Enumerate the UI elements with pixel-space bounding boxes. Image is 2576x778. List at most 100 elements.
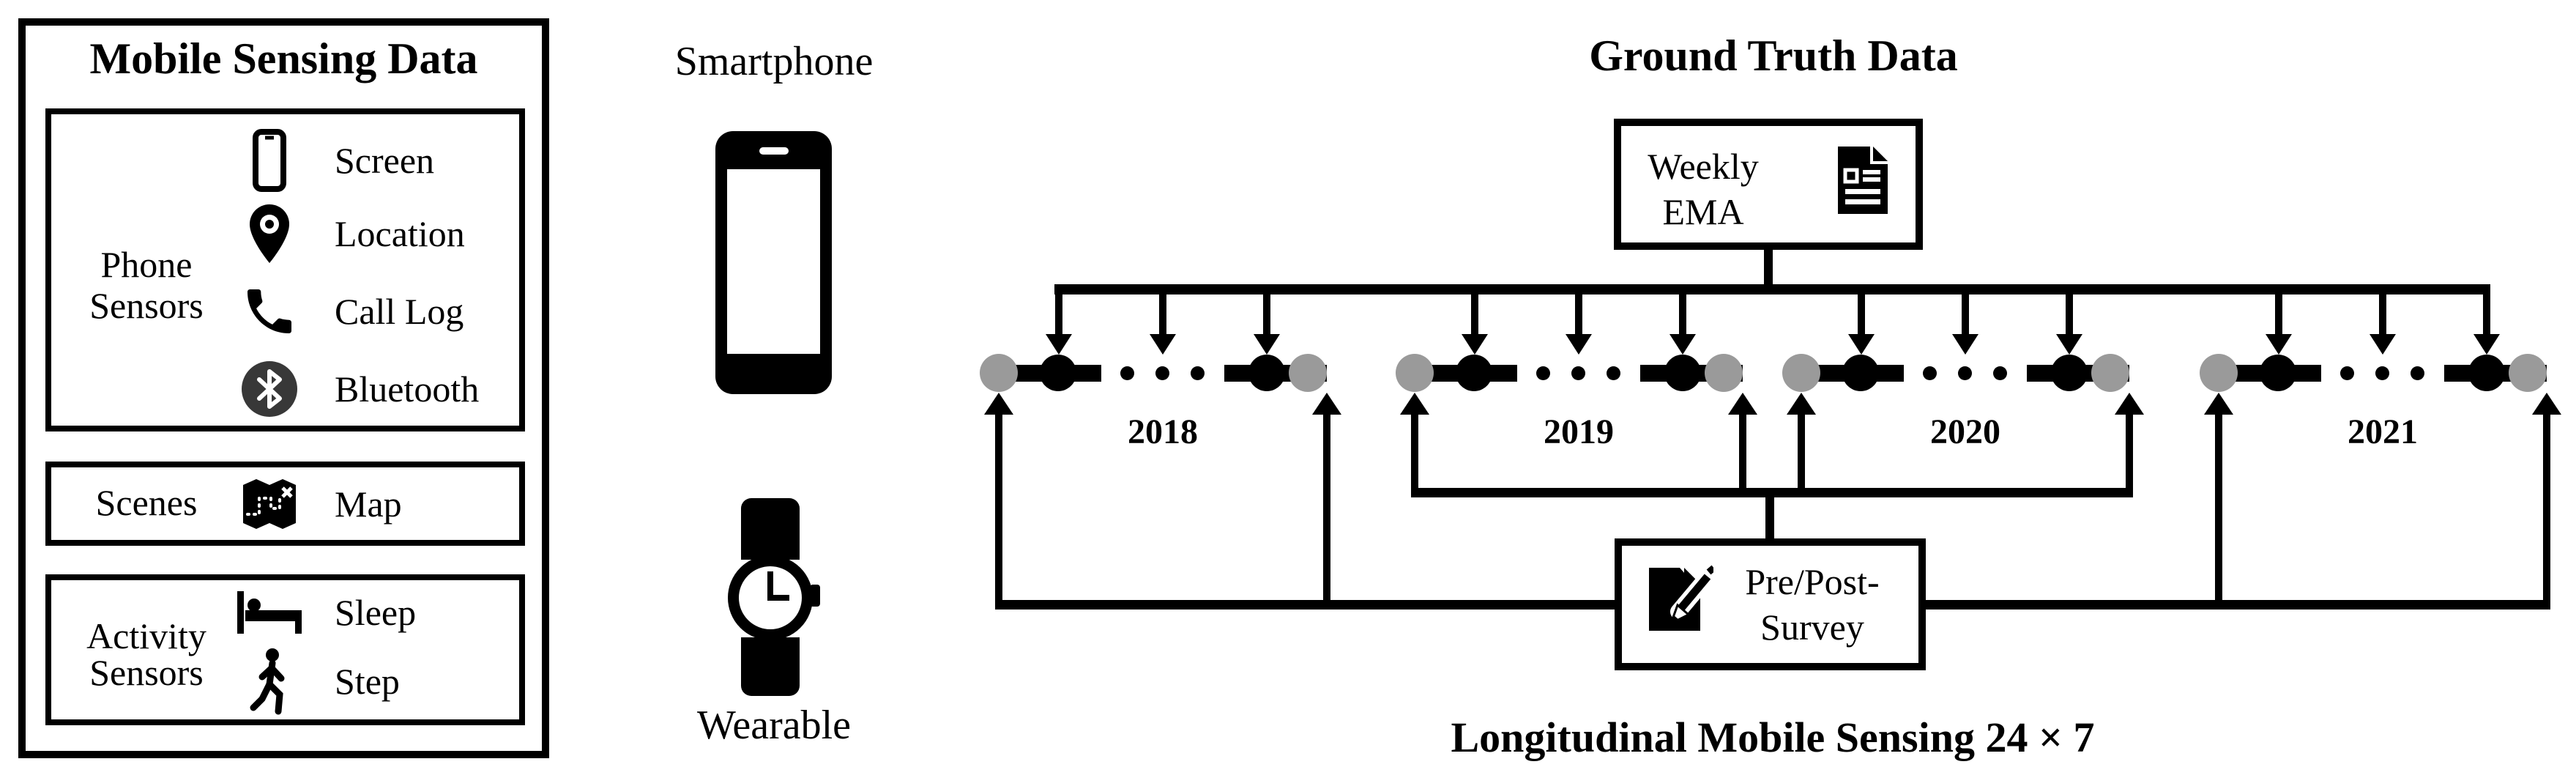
ema-connector-stub xyxy=(1764,250,1773,284)
ema-down-arrowhead xyxy=(2056,334,2082,355)
ema-down-arrowhead xyxy=(1566,334,1592,355)
location-label: Location xyxy=(335,213,465,254)
year-label-2021: 2021 xyxy=(2348,412,2418,451)
activity-sensors-label-line1: Activity xyxy=(86,615,206,656)
ema-down-arrow xyxy=(1159,294,1166,334)
timeline-dot xyxy=(1923,366,1937,380)
bluetooth-icon xyxy=(240,360,299,418)
ema-down-arrowhead xyxy=(2266,334,2292,355)
year-label-2018: 2018 xyxy=(1128,412,1198,451)
survey-up-arrow xyxy=(1323,415,1330,600)
weekly-ema-line2: EMA xyxy=(1662,191,1744,232)
timeline-endpoint xyxy=(980,354,1018,392)
survey-up-arrowhead xyxy=(2204,393,2233,415)
survey-up-arrow xyxy=(1798,415,1805,488)
phone-sensors-label-line1: Phone xyxy=(100,244,193,285)
timeline-node xyxy=(1248,355,1285,391)
timeline-dot xyxy=(2375,366,2389,380)
survey-bracket-right xyxy=(1926,600,2550,610)
map-icon xyxy=(242,478,297,530)
activity-sensors-box xyxy=(45,574,525,725)
timeline-dot xyxy=(1536,366,1550,380)
step-label: Step xyxy=(335,661,400,702)
survey-up-arrowhead xyxy=(984,393,1013,415)
timeline-endpoint xyxy=(2200,354,2238,392)
timeline-dot xyxy=(1607,366,1620,380)
call-log-label: Call Log xyxy=(335,291,464,332)
timeline-dot xyxy=(1958,366,1972,380)
survey-up-arrowhead xyxy=(1787,393,1816,415)
timeline-endpoint xyxy=(1705,354,1743,392)
ema-down-arrowhead xyxy=(2473,334,2500,355)
survey-up-arrow xyxy=(2126,415,2133,488)
ema-down-arrow xyxy=(1471,294,1478,334)
survey-up-arrowhead xyxy=(1728,393,1757,415)
timeline-node xyxy=(1456,355,1492,391)
ema-down-arrowhead xyxy=(1462,334,1488,355)
survey-line2: Survey xyxy=(1760,607,1864,648)
smartphone-label: Smartphone xyxy=(674,39,874,84)
ema-down-arrow xyxy=(1962,294,1969,334)
year-label-2019: 2019 xyxy=(1544,412,1614,451)
timeline-node xyxy=(1040,355,1076,391)
survey-up-arrowhead xyxy=(2115,393,2144,415)
timeline-node xyxy=(1842,355,1879,391)
ema-down-arrow xyxy=(1575,294,1582,334)
phone-sensors-group-label: Phone Sensors xyxy=(51,244,242,326)
timeline-dot xyxy=(1993,366,2007,380)
walking-person-icon xyxy=(247,648,291,715)
timeline-endpoint xyxy=(1396,354,1434,392)
survey-up-arrow xyxy=(2543,415,2550,600)
call-handset-icon xyxy=(240,282,299,341)
timeline-dot xyxy=(1120,366,1134,380)
screen-label: Screen xyxy=(335,140,435,181)
timeline-endpoint xyxy=(2509,354,2547,392)
ema-down-arrowhead xyxy=(1952,334,1978,355)
ema-down-arrowhead xyxy=(1669,334,1696,355)
timeline-node xyxy=(2051,355,2088,391)
bluetooth-label: Bluetooth xyxy=(335,368,480,410)
year-label-2020: 2020 xyxy=(1930,412,2000,451)
ema-down-arrow xyxy=(1679,294,1686,334)
survey-up-arrowhead xyxy=(1312,393,1341,415)
location-pin-icon xyxy=(247,203,291,264)
survey-up-arrow xyxy=(2215,415,2222,600)
ema-distribution-line xyxy=(1054,284,2490,294)
pre-post-survey-text: Pre/Post- Survey xyxy=(1713,559,1911,650)
wearable-label: Wearable xyxy=(697,703,851,748)
timeline-dot xyxy=(2340,366,2354,380)
smartphone-icon xyxy=(715,131,832,394)
timeline-node xyxy=(2260,355,2296,391)
survey-up-arrowhead xyxy=(2532,393,2561,415)
timeline-dot xyxy=(1191,366,1205,380)
timeline-node xyxy=(1664,355,1701,391)
map-label: Map xyxy=(335,484,402,525)
timeline-dot xyxy=(1571,366,1585,380)
weekly-ema-text: Weekly EMA xyxy=(1630,144,1776,234)
activity-sensors-label-line2: Sensors xyxy=(89,652,204,693)
survey-up-arrow xyxy=(1411,415,1418,488)
survey-up-arrowhead xyxy=(1400,393,1429,415)
survey-line1: Pre/Post- xyxy=(1745,561,1880,602)
document-icon xyxy=(1836,145,1889,215)
mobile-sensing-title: Mobile Sensing Data xyxy=(89,34,478,83)
bed-sleep-icon xyxy=(236,590,303,635)
timeline-dot xyxy=(2411,366,2424,380)
ground-truth-title: Ground Truth Data xyxy=(1589,32,1958,80)
timeline-dot xyxy=(1155,366,1169,380)
ema-down-arrow xyxy=(2066,294,2073,334)
longitudinal-caption: Longitudinal Mobile Sensing 24 × 7 xyxy=(1451,714,2095,761)
ema-down-arrowhead xyxy=(1046,334,1072,355)
ema-down-arrowhead xyxy=(1848,334,1875,355)
ema-down-arrow xyxy=(1055,294,1062,334)
weekly-ema-line1: Weekly xyxy=(1648,146,1759,187)
timeline-endpoint xyxy=(1289,354,1327,392)
survey-pencil-icon xyxy=(1648,559,1713,632)
timeline-endpoint xyxy=(2091,354,2129,392)
ema-down-arrowhead xyxy=(2370,334,2396,355)
phone-sensors-label-line2: Sensors xyxy=(89,285,204,326)
ema-down-arrow xyxy=(1858,294,1865,334)
activity-sensors-group-label: Activity Sensors xyxy=(51,618,242,691)
scenes-group-label: Scenes xyxy=(95,482,198,523)
